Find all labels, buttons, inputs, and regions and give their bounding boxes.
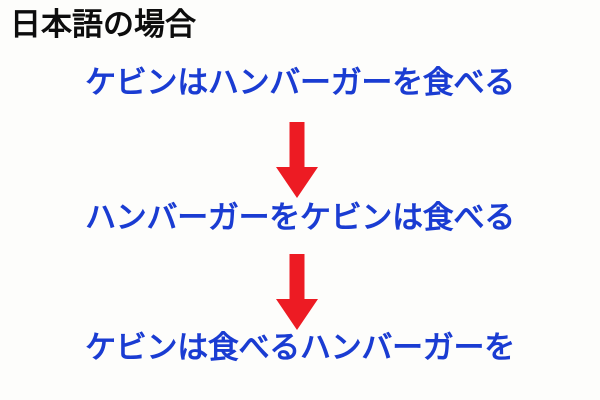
sentence-line-1: ケビンはハンバーガーを食べる [85, 65, 515, 101]
sentence-line-3: ケビンは食べるハンバーガーを [85, 330, 515, 366]
down-arrow-icon-1 [274, 120, 320, 200]
page-title: 日本語の場合 [10, 7, 196, 43]
down-arrow-icon-2 [274, 252, 320, 332]
sentence-line-2: ハンバーガーをケビンは食べる [85, 200, 515, 236]
